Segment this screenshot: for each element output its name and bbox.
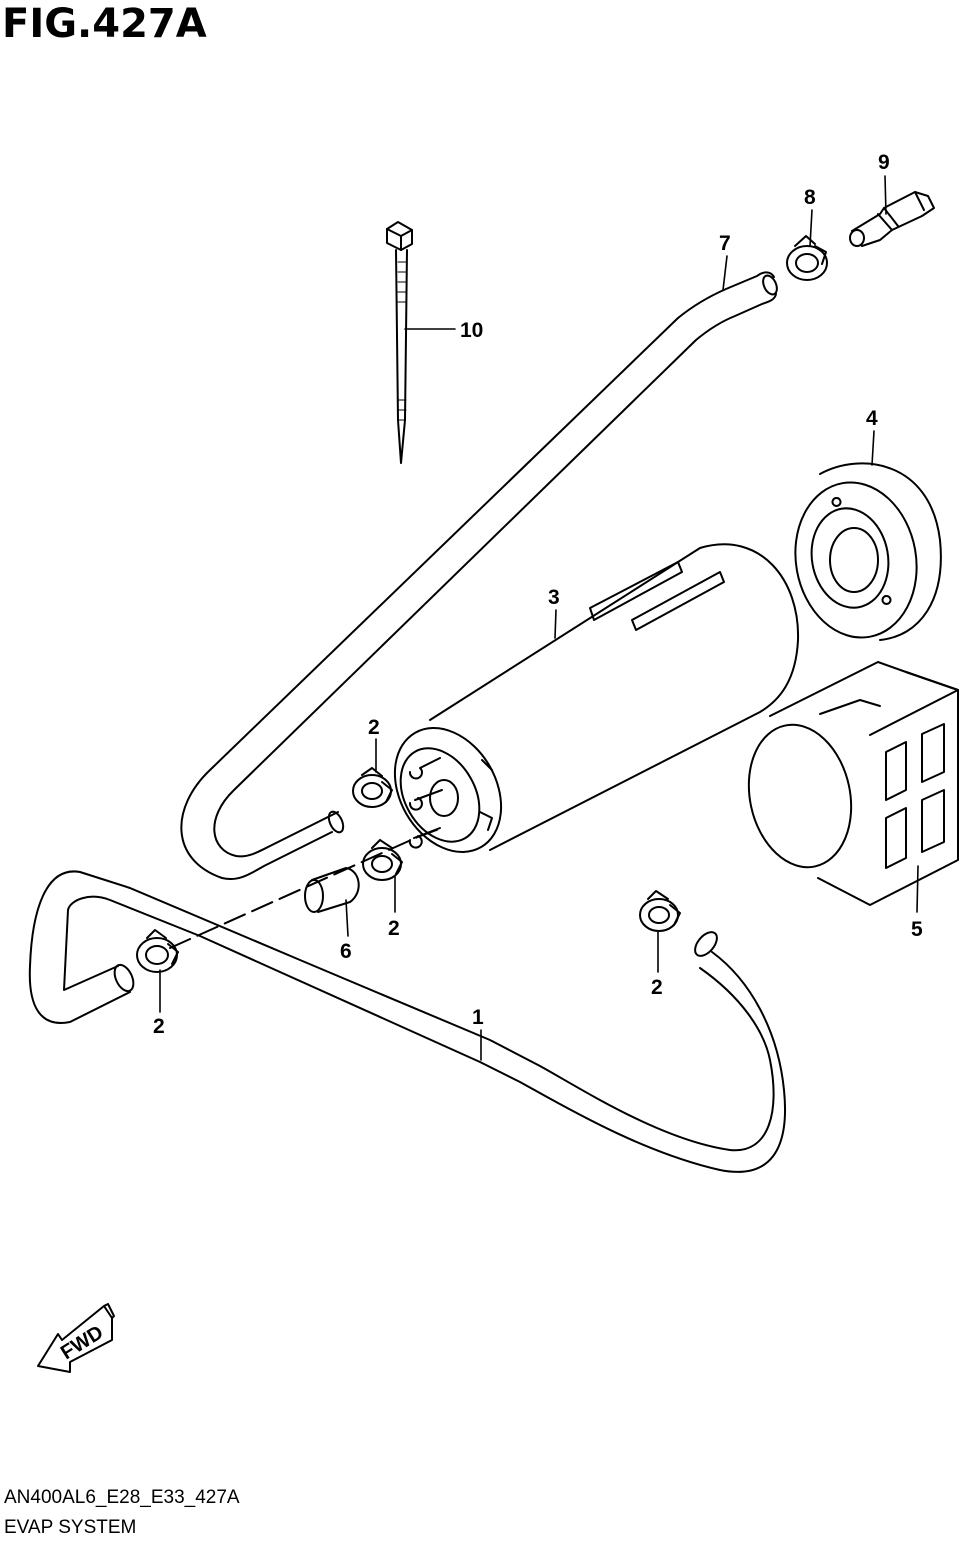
- callout-1: 1: [472, 1006, 484, 1029]
- callout-2-upper: 2: [368, 716, 380, 739]
- pipe-joint-part[interactable]: [849, 191, 935, 247]
- callout-8: 8: [804, 186, 816, 209]
- callout-2-right: 2: [651, 976, 663, 999]
- callout-10: 10: [460, 319, 483, 342]
- clamp-part-2-middle[interactable]: [362, 839, 403, 881]
- lower-hose-part[interactable]: [28, 827, 786, 1173]
- callout-4: 4: [866, 407, 878, 430]
- callout-7: 7: [719, 232, 731, 255]
- clamp-part-2-upper[interactable]: [352, 767, 393, 808]
- canister-cap-part[interactable]: [783, 462, 942, 647]
- callout-labels: 1 2 2 2 2 3 4 5 6 7 8 9 10: [153, 151, 923, 1038]
- cable-tie-part[interactable]: [386, 221, 413, 464]
- upper-hose-part[interactable]: [180, 271, 779, 880]
- canister-bracket-part[interactable]: [736, 661, 959, 906]
- callout-2-left: 2: [153, 1015, 165, 1038]
- clamp-part-2-right[interactable]: [639, 890, 681, 932]
- figure-code: AN400AL6_E28_E33_427A: [4, 1487, 240, 1508]
- callout-2-middle: 2: [388, 917, 400, 940]
- callout-5: 5: [911, 918, 923, 941]
- figure-title: FIG.427A: [2, 1, 207, 47]
- clamp-part-2-left[interactable]: [136, 929, 179, 973]
- figure-name: EVAP SYSTEM: [4, 1517, 137, 1538]
- cap-plug-part[interactable]: [304, 867, 360, 913]
- clamp-part-8[interactable]: [786, 235, 828, 281]
- callout-3: 3: [548, 586, 560, 609]
- canister-part[interactable]: [373, 543, 800, 871]
- leader-lines: [159, 175, 919, 1061]
- callout-9: 9: [878, 151, 890, 174]
- callout-6: 6: [340, 940, 352, 963]
- forward-arrow-icon: FWD: [37, 1303, 115, 1373]
